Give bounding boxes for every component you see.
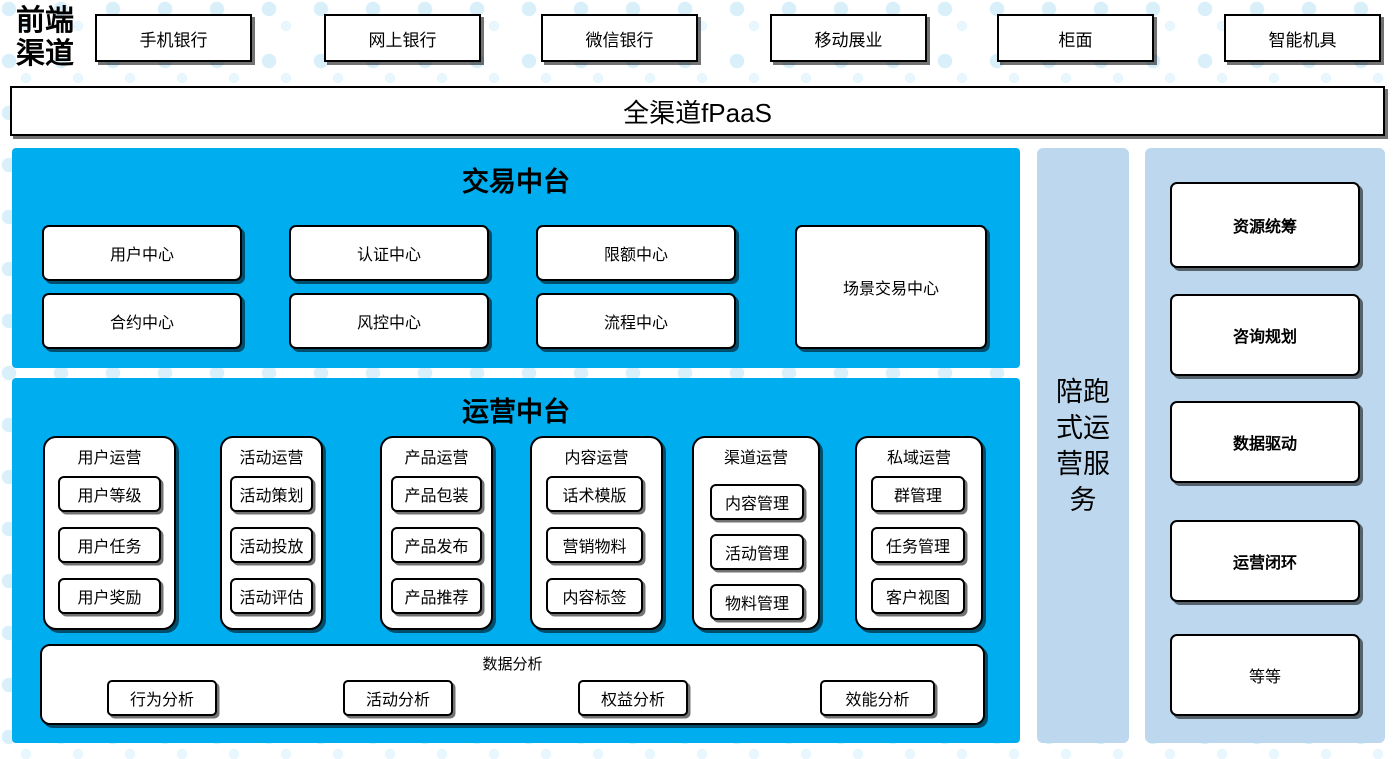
trade-platform-title: 交易中台 bbox=[462, 167, 570, 197]
ops-item[interactable]: 活动策划 bbox=[230, 476, 313, 512]
ops-item[interactable]: 内容标签 bbox=[546, 578, 643, 614]
ops-item[interactable]: 客户视图 bbox=[871, 578, 965, 614]
channel-box-smart-machine[interactable]: 智能机具 bbox=[1224, 14, 1381, 62]
omnichannel-fpaas-bar[interactable]: 全渠道fPaaS bbox=[10, 86, 1385, 136]
ops-item[interactable]: 产品发布 bbox=[391, 527, 482, 563]
ops-item[interactable]: 活动管理 bbox=[710, 534, 804, 570]
channel-box-wechat-bank[interactable]: 微信银行 bbox=[541, 14, 698, 62]
trade-card-risk-center[interactable]: 风控中心 bbox=[289, 293, 489, 349]
ops-item[interactable]: 营销物料 bbox=[546, 527, 643, 563]
service-card-resource-coordination[interactable]: 资源统筹 bbox=[1170, 182, 1360, 268]
trade-card-user-center[interactable]: 用户中心 bbox=[42, 225, 242, 281]
data-analysis-title: 数据分析 bbox=[482, 656, 543, 673]
trade-card-scenario-trade-center[interactable]: 场景交易中心 bbox=[795, 225, 987, 349]
ops-platform-title: 运营中台 bbox=[462, 397, 570, 427]
ops-group-title: 私域运营 bbox=[886, 450, 951, 467]
service-card-operation-closed-loop[interactable]: 运营闭环 bbox=[1170, 520, 1360, 602]
ops-item[interactable]: 话术模版 bbox=[546, 476, 643, 512]
channel-box-online-bank[interactable]: 网上银行 bbox=[324, 14, 481, 62]
companion-service-label-wrap: 陪跑式运营服务 bbox=[1037, 148, 1129, 743]
ops-item[interactable]: 用户奖励 bbox=[58, 578, 161, 614]
ops-item[interactable]: 用户等级 bbox=[58, 476, 161, 512]
data-analysis-item[interactable]: 权益分析 bbox=[578, 680, 688, 716]
ops-item[interactable]: 活动投放 bbox=[230, 527, 313, 563]
data-analysis-item[interactable]: 行为分析 bbox=[107, 680, 217, 716]
ops-item[interactable]: 产品推荐 bbox=[391, 578, 482, 614]
ops-item[interactable]: 产品包装 bbox=[391, 476, 482, 512]
ops-item[interactable]: 群管理 bbox=[871, 476, 965, 512]
trade-card-contract-center[interactable]: 合约中心 bbox=[42, 293, 242, 349]
trade-card-limit-center[interactable]: 限额中心 bbox=[536, 225, 736, 281]
data-analysis-item[interactable]: 活动分析 bbox=[343, 680, 453, 716]
ops-item[interactable]: 内容管理 bbox=[710, 484, 804, 520]
ops-group-title: 内容运营 bbox=[564, 450, 629, 467]
ops-group-title: 渠道运营 bbox=[723, 450, 788, 467]
ops-item[interactable]: 活动评估 bbox=[230, 578, 313, 614]
ops-item[interactable]: 用户任务 bbox=[58, 527, 161, 563]
service-card-consulting-planning[interactable]: 咨询规划 bbox=[1170, 294, 1360, 376]
channel-box-mobile-business[interactable]: 移动展业 bbox=[770, 14, 927, 62]
channel-box-mobile-bank[interactable]: 手机银行 bbox=[95, 14, 252, 62]
ops-group-title: 用户运营 bbox=[77, 450, 142, 467]
front-channel-label: 前端渠道 bbox=[15, 5, 74, 70]
trade-card-auth-center[interactable]: 认证中心 bbox=[289, 225, 489, 281]
ops-group-title: 活动运营 bbox=[239, 450, 304, 467]
data-analysis-item[interactable]: 效能分析 bbox=[820, 680, 935, 716]
service-card-etc[interactable]: 等等 bbox=[1170, 634, 1360, 716]
ops-item[interactable]: 物料管理 bbox=[710, 584, 804, 620]
ops-item[interactable]: 任务管理 bbox=[871, 527, 965, 563]
companion-service-label: 陪跑式运营服务 bbox=[1056, 376, 1110, 515]
trade-card-process-center[interactable]: 流程中心 bbox=[536, 293, 736, 349]
service-card-data-driven[interactable]: 数据驱动 bbox=[1170, 401, 1360, 483]
channel-box-counter[interactable]: 柜面 bbox=[997, 14, 1154, 62]
companion-service-column: 陪跑式运营服务 bbox=[1037, 148, 1129, 743]
ops-group-title: 产品运营 bbox=[404, 450, 469, 467]
